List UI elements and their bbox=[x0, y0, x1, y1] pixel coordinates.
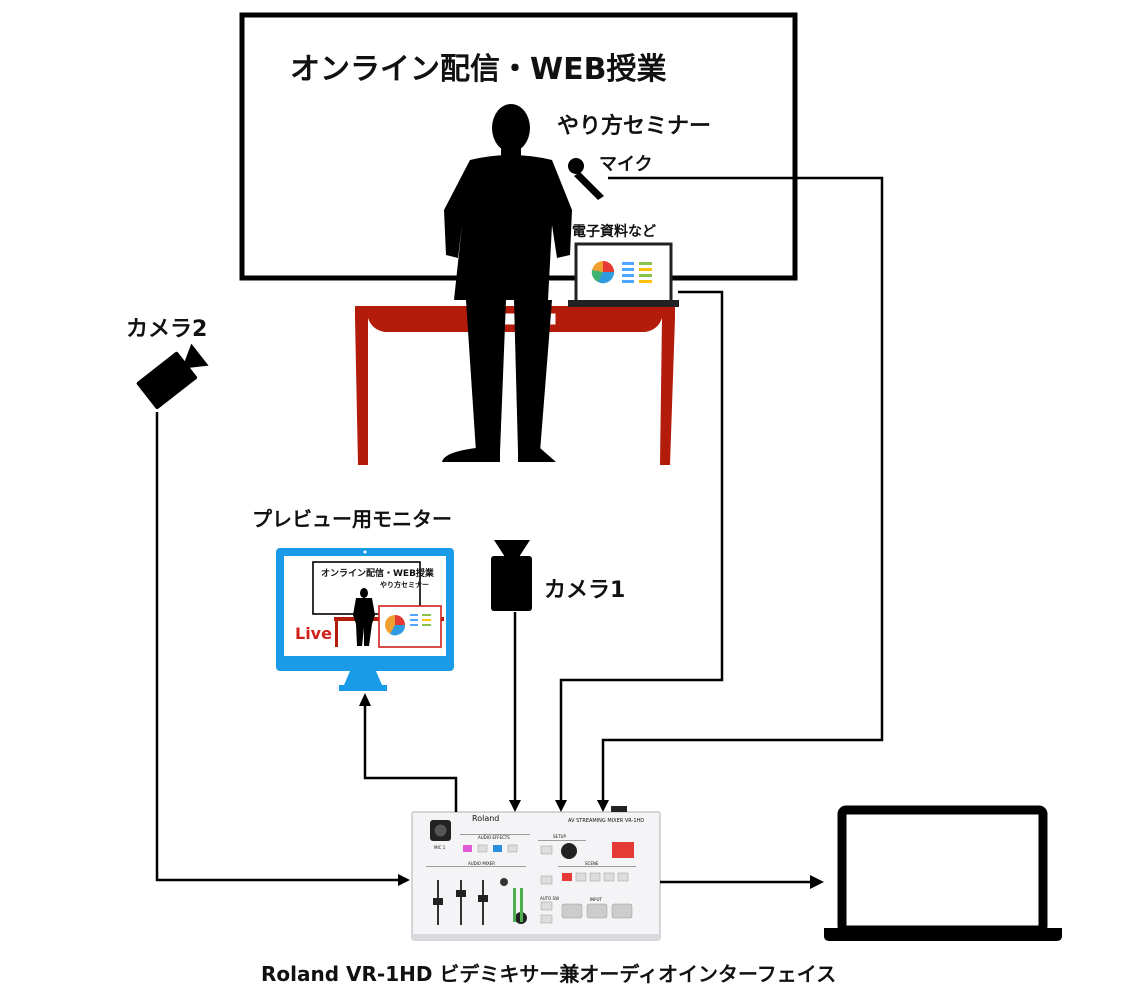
pie-chart-icon bbox=[591, 261, 615, 284]
monitor-icon bbox=[276, 548, 454, 691]
mixer-brand: Roland bbox=[472, 814, 500, 823]
stage-title: オンライン配信・WEB授業 bbox=[290, 52, 667, 87]
mixer-input-label: INPUT bbox=[590, 897, 602, 902]
camera2-label: カメラ2 bbox=[126, 317, 208, 342]
mixer-model-caption: AV STREAMING MIXER VR-1HD bbox=[568, 818, 645, 824]
laptop-icon bbox=[824, 805, 1062, 941]
live-badge: Live bbox=[295, 624, 332, 643]
materials-label: 電子資料など bbox=[572, 224, 656, 240]
mixer-setup-label: SETUP bbox=[553, 834, 566, 839]
mic-label: マイク bbox=[599, 154, 653, 175]
stage-subtitle: やり方セミナー bbox=[557, 114, 712, 139]
mixer-audio-mixer-label: AUDIO MIXER bbox=[468, 861, 496, 866]
mixer-scene-label: SCENE bbox=[585, 861, 599, 866]
mixer-mic-label: MIC 1 bbox=[434, 845, 446, 850]
connection-lines bbox=[155, 176, 884, 884]
device-caption: Roland VR-1HD ビデミキサー兼オーディオインターフェイス bbox=[261, 962, 837, 986]
microphone-icon bbox=[568, 158, 604, 200]
preview-monitor-label: プレビュー用モニター bbox=[252, 507, 452, 531]
connection-arrowheads bbox=[359, 693, 824, 889]
laptop-icon bbox=[568, 242, 679, 307]
monitor-screen-title: オンライン配信・WEB授業 bbox=[321, 569, 434, 579]
camera1-label: カメラ1 bbox=[544, 578, 626, 603]
video-mixer-device bbox=[411, 806, 661, 941]
monitor-screen-subtitle: やり方セミナー bbox=[380, 581, 429, 589]
video-camera-icon bbox=[136, 343, 209, 410]
mixer-audio-effects-label: AUDIO EFFECTS bbox=[478, 835, 510, 840]
person-silhouette-icon bbox=[442, 104, 572, 462]
video-camera-icon bbox=[491, 540, 532, 611]
mixer-auto-sw-label: AUTO SW bbox=[540, 896, 560, 901]
